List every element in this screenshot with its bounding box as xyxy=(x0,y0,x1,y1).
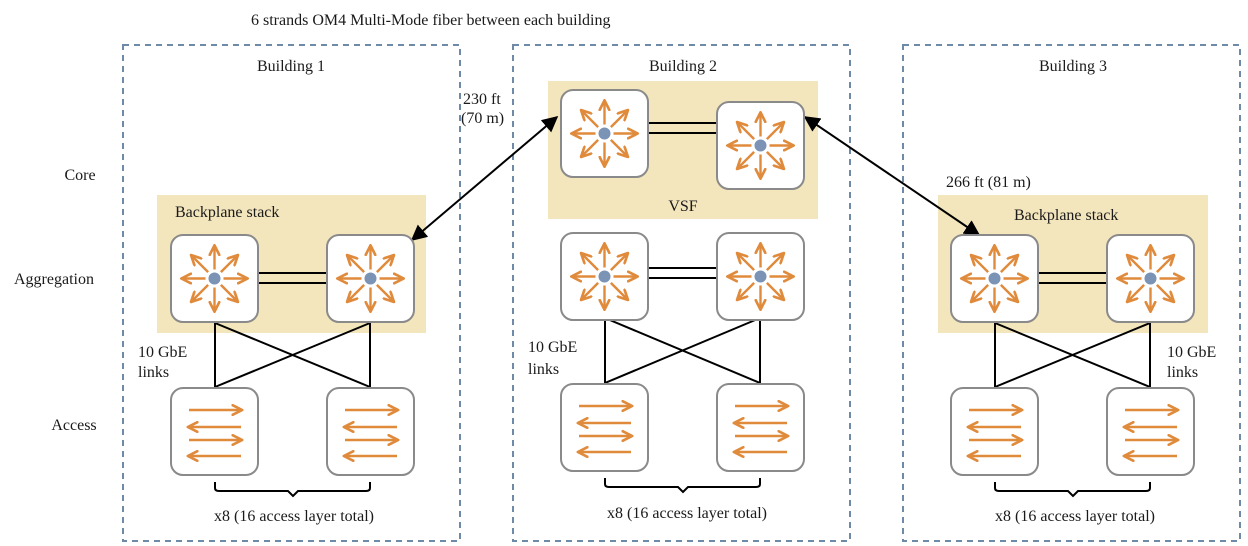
building-2-access-switch-left-icon xyxy=(560,383,649,472)
router-core-dot xyxy=(754,270,767,283)
building-2-name: Building 2 xyxy=(649,58,717,75)
building-3-name: Building 3 xyxy=(1039,58,1107,75)
building-1-access-brace xyxy=(214,482,371,498)
building-2-core-switch-left-icon xyxy=(560,89,649,178)
router-core-dot xyxy=(364,272,377,285)
building-3-access-total: x8 (16 access layer total) xyxy=(995,508,1155,525)
building-2-access-switch-right-icon xyxy=(716,383,805,472)
router-core-dot xyxy=(598,127,611,140)
building-3-access-brace xyxy=(994,482,1151,498)
distance-b1-b2-line1: 230 ft xyxy=(463,91,501,108)
building-2-links-label-line2: links xyxy=(528,361,559,378)
layer-label-core: Core xyxy=(64,167,95,184)
building-2-vsf-label: VSF xyxy=(668,198,697,215)
building-3-links-label-line1: 10 GbE xyxy=(1167,344,1216,361)
fiber-link-b1-b2 xyxy=(410,115,559,242)
building-3-links-label-line2: links xyxy=(1167,364,1198,381)
distance-b1-b2-line2: (70 m) xyxy=(461,110,504,127)
building-3-access-switch-right-icon xyxy=(1106,387,1195,476)
building-3-frame xyxy=(902,44,1241,542)
stack-connectors xyxy=(257,122,1107,284)
building-1-access-total: x8 (16 access layer total) xyxy=(214,508,374,525)
router-core-dot xyxy=(754,139,767,152)
distance-b2-b3: 266 ft (81 m) xyxy=(946,174,1031,191)
building-2-access-brace xyxy=(604,478,761,494)
building-2-aggregation-switch-right-icon xyxy=(716,232,805,321)
router-core-dot xyxy=(208,272,221,285)
building-1-access-switch-right-icon xyxy=(326,387,415,476)
building-3-aggregation-switch-right-icon xyxy=(1106,234,1195,323)
router-core-dot xyxy=(598,270,611,283)
building-1-access-switch-left-icon xyxy=(170,387,259,476)
diagram-title: 6 strands OM4 Multi-Mode fiber between e… xyxy=(251,12,610,29)
building-1-stack-label: Backplane stack xyxy=(175,204,279,221)
fiber-link-b2-b3 xyxy=(803,116,981,236)
building-3-access-switch-left-icon xyxy=(950,387,1039,476)
building-2-aggregation-switch-left-icon xyxy=(560,232,649,321)
building-3-stack-label: Backplane stack xyxy=(1014,207,1118,224)
building-2-access-total: x8 (16 access layer total) xyxy=(607,505,767,522)
access-cross-links xyxy=(214,317,1151,388)
router-core-dot xyxy=(988,272,1001,285)
building-3-aggregation-switch-left-icon xyxy=(950,234,1039,323)
building-2-core-switch-right-icon xyxy=(716,101,805,190)
building-2-links-label-line1: 10 GbE xyxy=(528,339,577,356)
building-1-name: Building 1 xyxy=(257,58,325,75)
building-1-links-label-line1: 10 GbE xyxy=(138,344,187,361)
building-1-links-label-line2: links xyxy=(138,364,169,381)
building-1-aggregation-switch-left-icon xyxy=(170,234,259,323)
layer-label-aggregation: Aggregation xyxy=(14,271,94,288)
building-2-frame xyxy=(512,44,851,542)
building-1-frame xyxy=(122,44,461,542)
building-1-aggregation-switch-right-icon xyxy=(326,234,415,323)
router-core-dot xyxy=(1144,272,1157,285)
layer-label-access: Access xyxy=(51,417,96,434)
